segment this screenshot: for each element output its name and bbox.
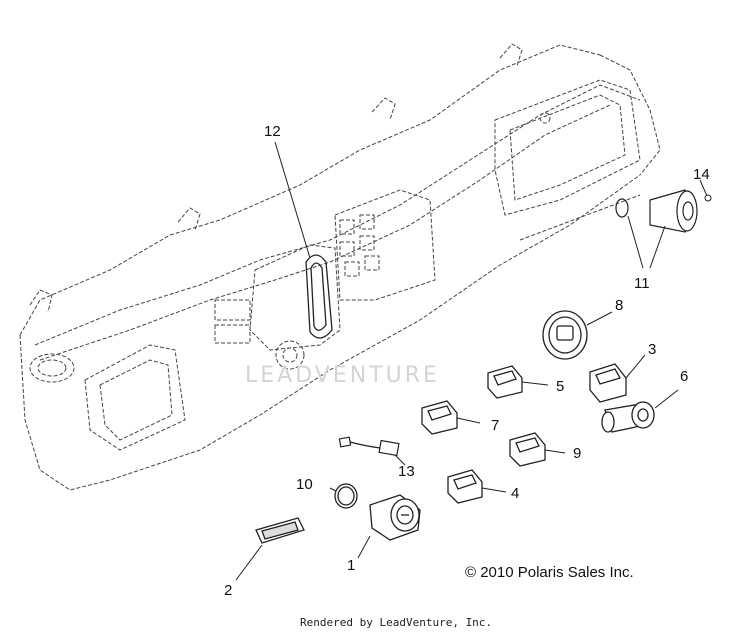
callout-8: 8 bbox=[615, 297, 624, 314]
part-1-ignition-switch bbox=[357, 494, 421, 559]
part-10-o-ring bbox=[329, 483, 358, 509]
part-13-harness bbox=[338, 436, 406, 466]
watermark-text: LEADVENTURE bbox=[245, 363, 440, 388]
callout-9: 9 bbox=[573, 445, 582, 462]
rendered-by-text: Rendered by LeadVenture, Inc. bbox=[300, 616, 493, 629]
part-8-usb-socket bbox=[542, 310, 613, 360]
part-4-switch bbox=[447, 469, 507, 504]
part-14-screw bbox=[699, 179, 712, 202]
part-3-switch bbox=[589, 354, 646, 403]
callout-7: 7 bbox=[491, 417, 500, 434]
part-11-outlet bbox=[615, 189, 698, 269]
callout-12: 12 bbox=[264, 123, 281, 140]
callout-13: 13 bbox=[398, 463, 415, 480]
part-9-switch bbox=[509, 432, 566, 467]
callout-5: 5 bbox=[556, 378, 565, 395]
part-2-bezel bbox=[235, 517, 305, 581]
callout-14: 14 bbox=[693, 166, 710, 183]
copyright-text: © 2010 Polaris Sales Inc. bbox=[465, 564, 634, 581]
callout-10: 10 bbox=[296, 476, 313, 493]
callout-2: 2 bbox=[224, 582, 233, 599]
callout-11: 11 bbox=[634, 275, 650, 292]
callout-3: 3 bbox=[648, 341, 657, 358]
part-7-switch bbox=[421, 400, 481, 435]
part-6-12v-outlet bbox=[601, 389, 679, 433]
callout-1: 1 bbox=[347, 557, 356, 574]
part-12-lens bbox=[274, 141, 333, 339]
part-5-switch bbox=[487, 365, 549, 399]
callout-6: 6 bbox=[680, 368, 689, 385]
callout-4: 4 bbox=[511, 485, 520, 502]
dashboard-panel bbox=[19, 43, 661, 491]
